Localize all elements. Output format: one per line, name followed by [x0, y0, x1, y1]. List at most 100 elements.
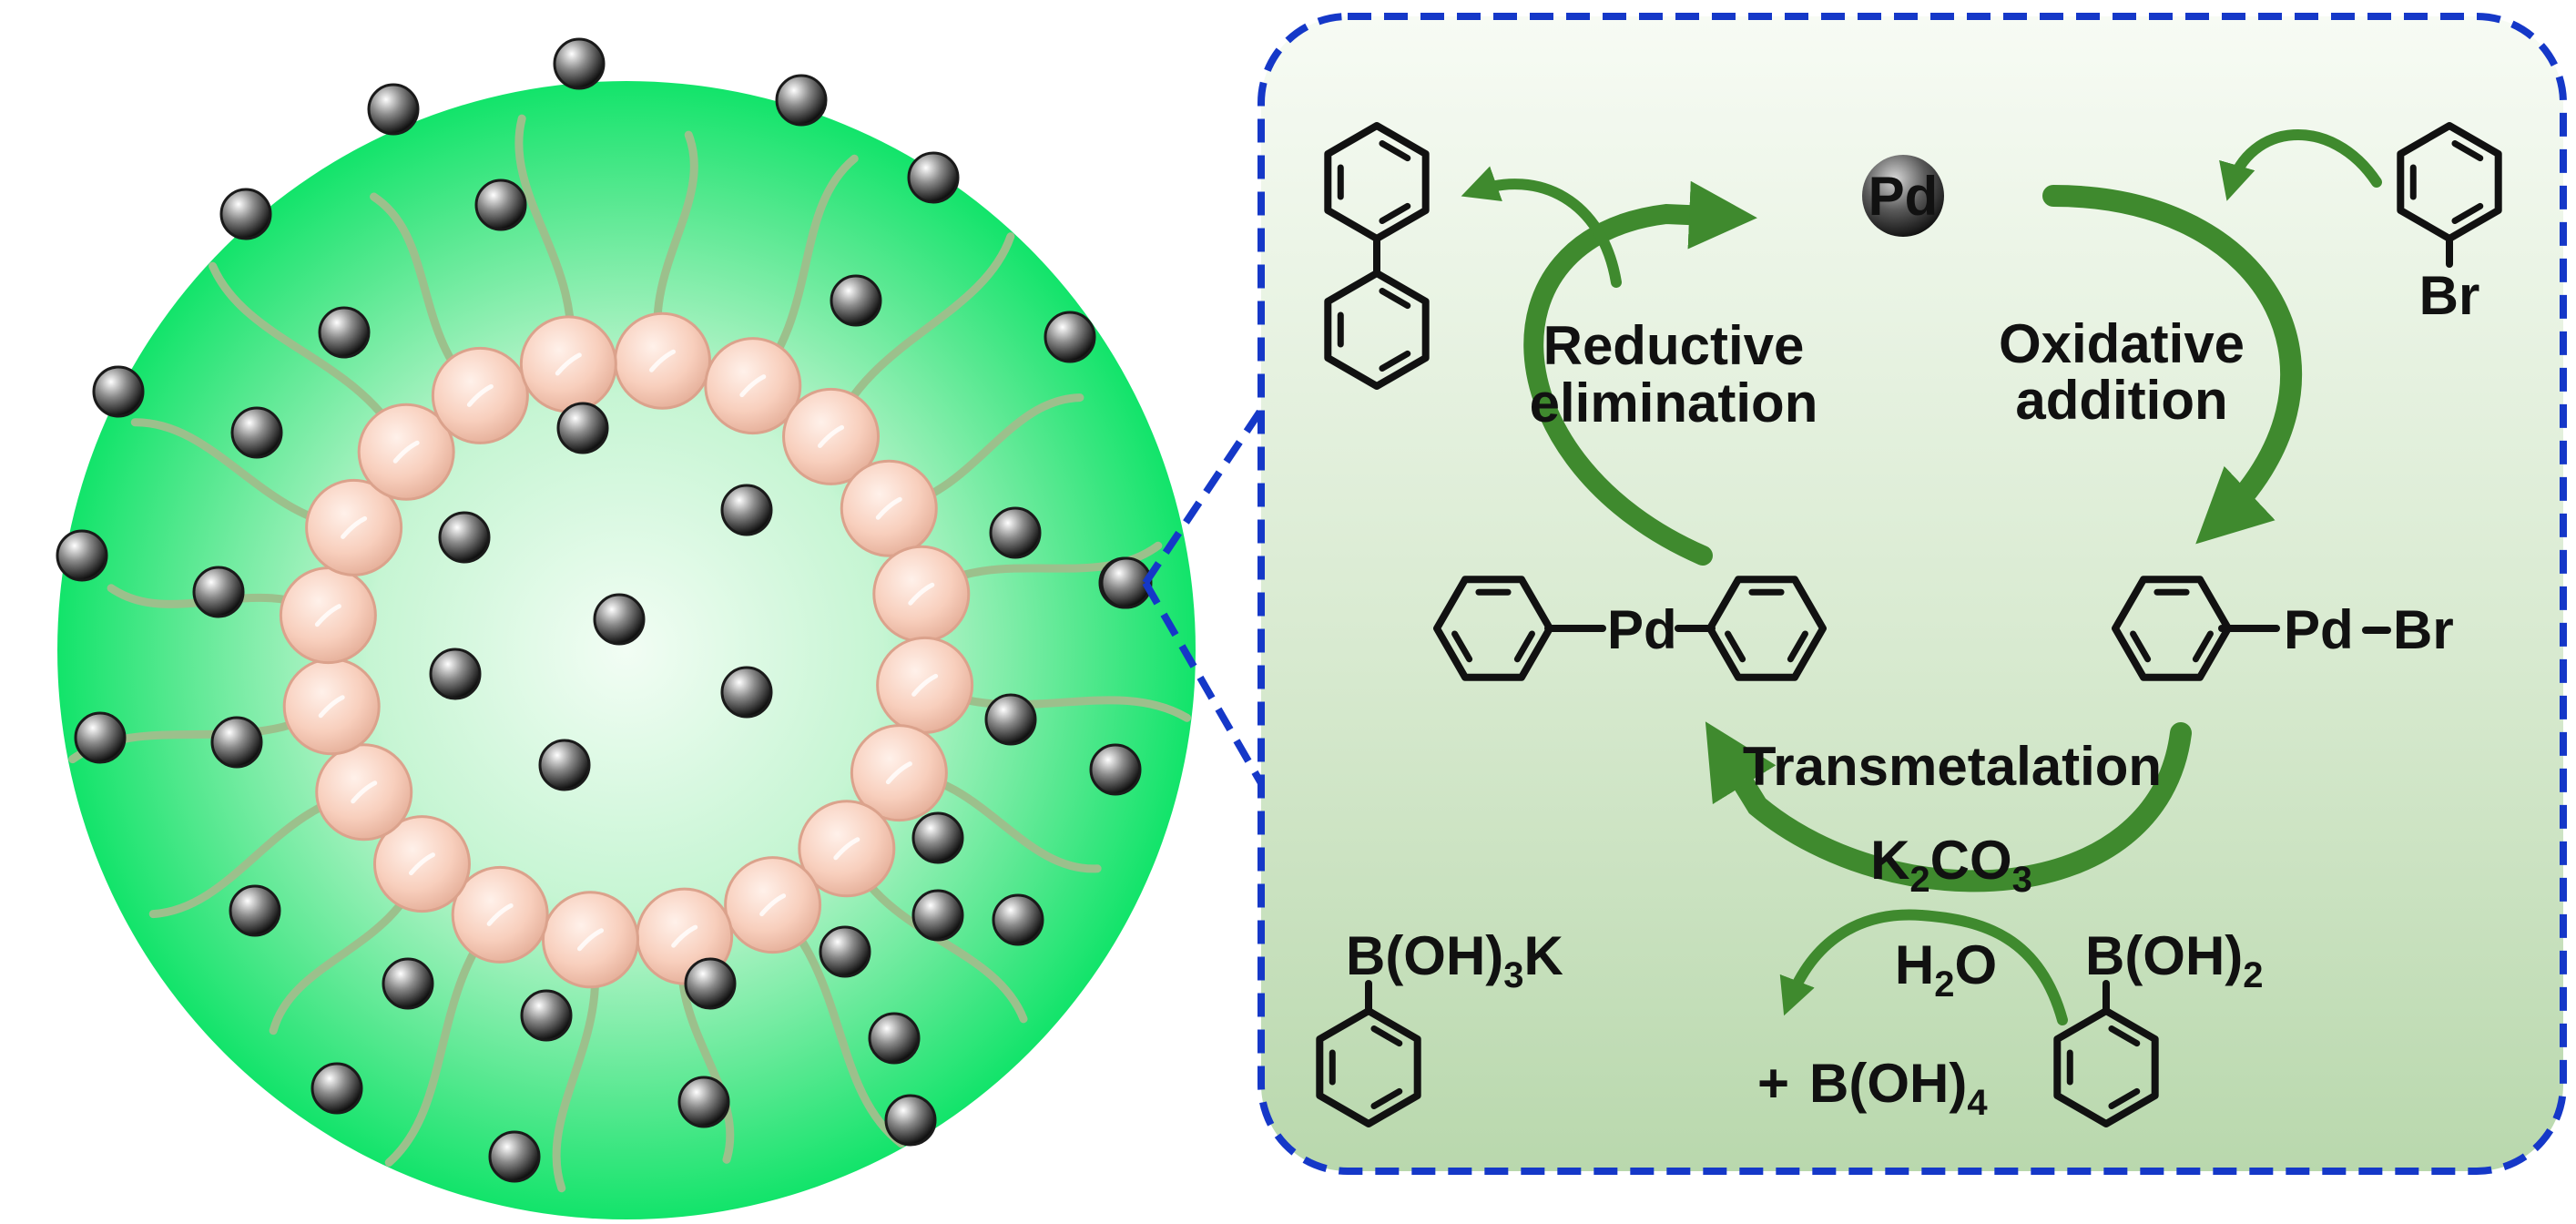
pd-nanoparticle [230, 406, 283, 459]
head-highlight [671, 924, 698, 948]
pd-nanoparticle [720, 666, 773, 719]
head-group [782, 387, 881, 485]
bromobenzene: Br [2397, 122, 2502, 326]
head-highlight [911, 673, 939, 697]
pd-nanoparticle-zoomed [1100, 556, 1153, 609]
surfactant-heads [279, 311, 974, 989]
diaryl-pd-label: Pd [1607, 599, 1677, 660]
double-bond [1379, 202, 1411, 224]
pd-nanoparticle [382, 957, 434, 1010]
pd-nanoparticle [488, 1130, 541, 1183]
pd-nanoparticle [911, 889, 964, 942]
pd-nanoparticle [907, 151, 960, 204]
pd-nanoparticle [992, 893, 1044, 946]
head-group [279, 566, 377, 665]
cycle-panel [1257, 13, 2567, 1175]
pd-nanoparticle [438, 511, 491, 564]
pd-nanoparticle [520, 989, 573, 1042]
head-highlight [408, 852, 435, 876]
benzene-ring-left [1433, 576, 1553, 681]
arrow-borate-out [1779, 909, 1927, 1016]
head-highlight [486, 903, 514, 926]
pd-nanoparticles [56, 37, 1153, 1183]
arrow-from-bromobenzene [2219, 129, 2382, 201]
arrow-to-product [1461, 166, 1622, 288]
micelle [56, 37, 1196, 1219]
pd-nanoparticle [229, 884, 281, 937]
label-transmetalation: Transmetalation [1743, 736, 2162, 797]
head-group [614, 311, 712, 410]
head-highlight [318, 695, 345, 719]
pd-label: Pd [1868, 166, 1939, 227]
double-bond [1379, 288, 1411, 310]
pd-nanoparticle [830, 274, 882, 327]
pd-br-complex: Pd Br [2112, 576, 2454, 681]
pd-nanoparticle [775, 74, 828, 127]
double-bond [2108, 1087, 2141, 1109]
head-group [372, 815, 471, 913]
micelle-body [57, 81, 1196, 1219]
zoom-line-bottom [1142, 581, 1265, 785]
double-bond [1513, 630, 1535, 663]
double-bond [1787, 630, 1808, 663]
ring-outline [1706, 576, 1827, 681]
boronic-acid-label: B(OH)2 [2085, 925, 2264, 995]
benzene-ring-pd-br [2112, 576, 2232, 681]
pd-br-br-label: Br [2393, 599, 2454, 660]
arrow-boronic-in [1916, 910, 2068, 1025]
label-reductive: Reductive [1543, 315, 1805, 376]
pd-nanoparticle [210, 716, 263, 769]
byproduct-label: +B(OH)4 [1757, 1053, 1988, 1123]
pd-nanoparticle [1089, 743, 1142, 796]
ring-outline [2053, 1007, 2159, 1127]
pd-nanoparticle [92, 365, 145, 418]
step-labels: Reductive elimination Oxidative addition… [1530, 313, 2245, 797]
arc-reductive-elimination [1523, 180, 1757, 566]
phenylboronic-acid: B(OH)2 [2053, 925, 2264, 1127]
pd-nanoparticle [1044, 311, 1096, 363]
head-group [872, 545, 971, 643]
double-bond [1370, 1025, 1403, 1047]
head-group [305, 478, 403, 576]
benzene-ring-right [1706, 576, 1827, 681]
head-group [541, 891, 639, 989]
double-bond [1725, 630, 1746, 663]
double-bond [2108, 1025, 2141, 1047]
pd-nanoparticle [429, 648, 482, 700]
pd-nanoparticle [677, 1076, 730, 1128]
head-group [519, 315, 617, 413]
head-highlight [555, 352, 582, 376]
pd-nanoparticle [684, 957, 737, 1010]
double-bond [1379, 140, 1411, 162]
pd-nanoparticle [984, 693, 1037, 746]
molecules: Br Pd Br Pd B(OH)2 B(OH)3K [1316, 122, 2502, 1127]
pd-nanoparticle [868, 1012, 921, 1065]
pd-nanoparticle [819, 925, 871, 978]
head-highlight [392, 440, 420, 464]
arc-transmetalation [1705, 721, 2192, 892]
double-bond [1370, 1087, 1403, 1109]
pd-nanoparticle [474, 178, 527, 231]
head-highlight [833, 837, 860, 861]
pd-nanoparticle [56, 529, 108, 582]
head-group [798, 800, 896, 898]
pd-nanoparticle [720, 484, 773, 536]
head-highlight [818, 424, 845, 448]
head-group [431, 346, 529, 444]
pd-nanoparticle [556, 402, 609, 454]
label-elimination: elimination [1530, 372, 1818, 434]
pd-catalyst: Pd [1862, 155, 1944, 237]
head-group [840, 459, 938, 557]
benzene-ring-boronic-acid [2053, 1007, 2159, 1127]
head-highlight [739, 374, 767, 398]
double-bond [1451, 630, 1473, 663]
head-highlight [908, 582, 935, 606]
pd-nanoparticle [884, 1094, 937, 1147]
label-oxidative: Oxidative [1999, 313, 2245, 374]
head-highlight [759, 893, 787, 917]
double-bond [2130, 630, 2152, 663]
head-highlight [576, 928, 604, 952]
solvent-label: H2O [1895, 934, 1997, 1005]
double-bond [1379, 350, 1411, 372]
